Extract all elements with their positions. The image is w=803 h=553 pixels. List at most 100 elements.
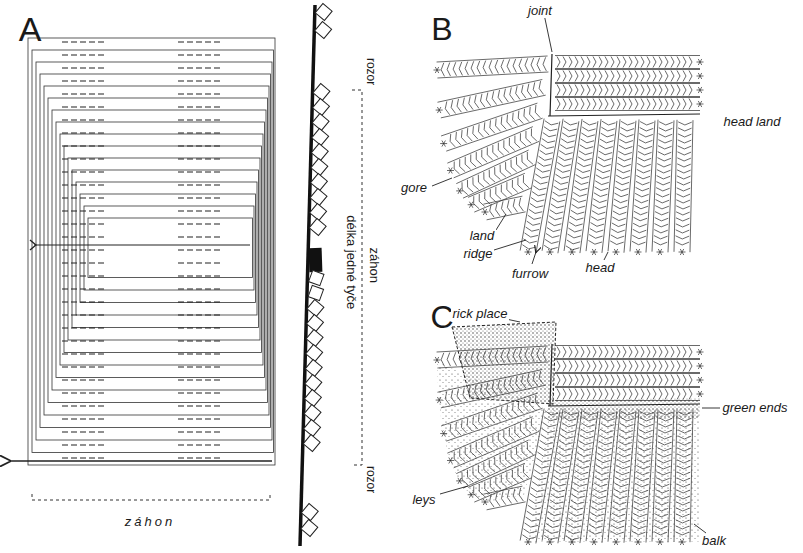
leader-lines xyxy=(432,14,720,533)
ridge-strip xyxy=(468,173,531,212)
part-label: green ends xyxy=(720,401,789,415)
furrow-dash xyxy=(62,392,106,393)
sod-block xyxy=(303,435,320,452)
ridge-strip xyxy=(555,360,704,373)
furrow-dash xyxy=(178,80,222,81)
furrow-dash xyxy=(62,457,106,458)
furrow-dash xyxy=(178,249,222,250)
ridge-strip xyxy=(447,417,539,468)
furrow-dash xyxy=(178,171,222,172)
part-label: land xyxy=(468,229,497,243)
ridge-strip xyxy=(674,410,693,545)
ridge-strip xyxy=(674,120,693,255)
furrow-dash xyxy=(178,431,222,432)
plough-round xyxy=(88,218,253,278)
furrow-dash xyxy=(178,119,222,120)
ridge-strip xyxy=(436,80,546,118)
furrow-dash xyxy=(178,223,222,224)
part-label: ridge xyxy=(462,247,495,261)
ridge-strip xyxy=(555,84,704,97)
ridge-strip xyxy=(482,486,526,510)
furrow-dash xyxy=(62,340,106,341)
furrow-dash xyxy=(62,418,106,419)
furrow-dash xyxy=(62,301,106,302)
ridge-strip xyxy=(434,56,549,78)
furrow-dash xyxy=(178,379,222,380)
sod-block xyxy=(306,345,323,362)
furrow-dash xyxy=(178,366,222,367)
furrow-dash xyxy=(62,314,106,315)
plough-round xyxy=(48,98,268,403)
ridge-furrow-field xyxy=(434,322,704,545)
plough-round xyxy=(28,38,275,465)
furrow-dash xyxy=(62,275,106,276)
plough-round xyxy=(56,122,265,378)
plough-round xyxy=(64,146,262,353)
furrow-dash xyxy=(62,366,106,367)
furrow-dash xyxy=(178,288,222,289)
ridge-strip xyxy=(434,346,549,368)
furrow-dash xyxy=(62,41,106,42)
sod-block xyxy=(306,330,323,347)
plough-round xyxy=(60,134,263,365)
ridge-strip xyxy=(564,409,598,545)
sod-block xyxy=(305,375,322,392)
furrow-dash xyxy=(178,93,222,94)
sod-block xyxy=(307,315,324,332)
sod-block xyxy=(310,174,327,191)
furrow-dash xyxy=(178,132,222,133)
ridge-strip xyxy=(652,120,674,255)
sod-block xyxy=(301,504,318,521)
ridge-strip xyxy=(608,119,636,255)
dimension-label: záhon xyxy=(123,515,177,529)
furrow-dash xyxy=(178,67,222,68)
sod-block xyxy=(308,285,323,300)
furrow-dash xyxy=(178,184,222,185)
furrow-dash xyxy=(178,301,222,302)
sod-block xyxy=(311,144,328,161)
part-label: joint xyxy=(526,4,554,18)
furrow-dash xyxy=(62,353,106,354)
field-plan xyxy=(10,38,275,500)
part-label: rick place xyxy=(451,307,510,321)
sod-block xyxy=(312,114,329,131)
furrow-dash xyxy=(178,444,222,445)
ridge-strip xyxy=(555,388,704,401)
furrow-dash xyxy=(62,171,106,172)
dimension-label: délka jedné tyče xyxy=(344,213,358,311)
sod-block xyxy=(305,360,322,377)
furrow-dash xyxy=(178,418,222,419)
furrow-dash xyxy=(62,262,106,263)
plough-round xyxy=(44,86,269,415)
furrow-dash xyxy=(62,93,106,94)
plough-round xyxy=(36,62,272,440)
sod-block xyxy=(315,4,332,21)
furrow-dash xyxy=(178,275,222,276)
ridge-strip xyxy=(564,119,598,255)
furrow-dash xyxy=(178,405,222,406)
furrow-dash xyxy=(178,145,222,146)
ridge-strip xyxy=(440,103,542,151)
furrow-dash xyxy=(62,158,106,159)
plough-round xyxy=(32,50,274,453)
sod-block xyxy=(309,219,326,236)
ridge-strip xyxy=(630,409,655,545)
ridge-strip xyxy=(520,119,560,255)
section-label: záhon xyxy=(367,245,381,284)
direction-arrow xyxy=(10,460,272,461)
plough-round xyxy=(68,158,260,340)
sod-block xyxy=(310,204,327,221)
plough-round xyxy=(80,194,256,303)
furrow-dash xyxy=(62,106,106,107)
sod-block xyxy=(307,300,324,317)
ridge-strip xyxy=(652,410,674,545)
ridge-strip xyxy=(447,127,539,178)
ridge-strip xyxy=(555,70,704,83)
ridge-furrow-field xyxy=(434,54,704,255)
panel-letter: A xyxy=(17,11,44,48)
furrow-dash xyxy=(178,353,222,354)
furrow-dash xyxy=(62,444,106,445)
furrow-dash xyxy=(62,197,106,198)
ridge-strip xyxy=(555,374,704,387)
